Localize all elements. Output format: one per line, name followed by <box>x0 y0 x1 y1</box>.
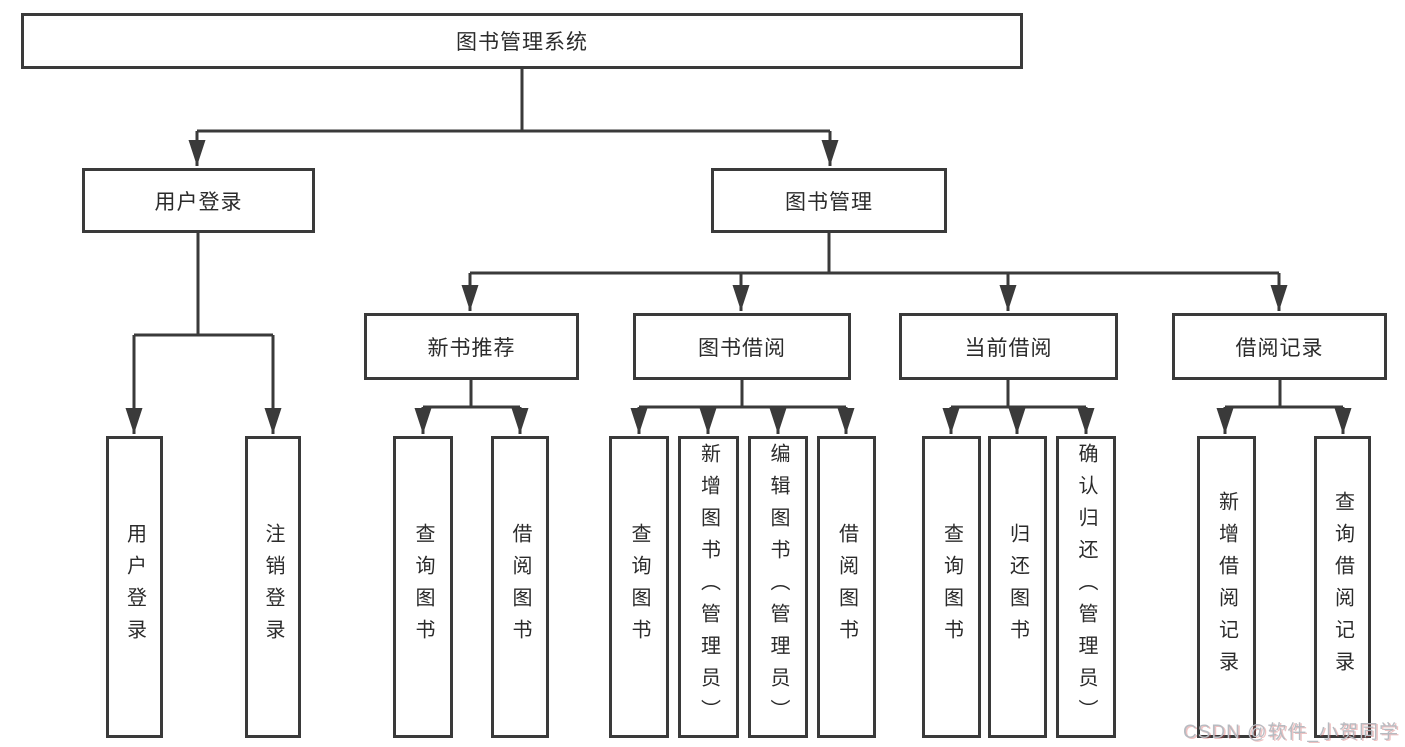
leaf-label: 编辑图书（管理员） <box>767 443 789 731</box>
leaf-label: 新增图书（管理员） <box>697 443 720 731</box>
leaf-label: 查询图书 <box>628 523 650 651</box>
node-new-book-recommend: 新书推荐 <box>364 313 579 380</box>
leaf-return-books: 归还图书 <box>988 436 1047 738</box>
leaf-logout: 注销登录 <box>245 436 301 738</box>
node-current-borrowing: 当前借阅 <box>899 313 1118 380</box>
node-new-book-recommend-label: 新书推荐 <box>427 336 516 360</box>
node-book-management: 图书管理 <box>711 168 947 233</box>
leaf-confirm-return-admin: 确认归还（管理员） <box>1056 436 1116 738</box>
leaf-label: 注销登录 <box>262 523 284 651</box>
node-current-borrowing-label: 当前借阅 <box>964 336 1053 360</box>
leaf-label: 新增借阅记录 <box>1215 491 1238 683</box>
leaf-label: 用户登录 <box>123 523 146 651</box>
csdn-watermark: CSDN @软件_小贺同学 <box>1183 722 1399 743</box>
edge-new-book-recommend-to-leaves <box>414 380 529 434</box>
leaf-label: 查询图书 <box>412 523 434 651</box>
node-root: 图书管理系统 <box>21 13 1023 69</box>
leaf-add-borrow-record: 新增借阅记录 <box>1197 436 1256 738</box>
edge-borrowing-records-to-leaves <box>1216 380 1352 434</box>
node-user-login-label: 用户登录 <box>154 190 243 214</box>
leaf-borrow-books-recommend: 借阅图书 <box>491 436 549 738</box>
node-borrowing-records-label: 借阅记录 <box>1235 336 1324 360</box>
edge-root-to-level2 <box>188 69 839 166</box>
leaf-label: 借阅图书 <box>835 523 858 651</box>
node-book-management-label: 图书管理 <box>785 190 873 214</box>
edge-user-login-to-leaves <box>125 233 282 434</box>
node-root-label: 图书管理系统 <box>456 31 588 54</box>
leaf-query-books-borrowing: 查询图书 <box>609 436 669 738</box>
leaf-query-borrow-record: 查询借阅记录 <box>1314 436 1371 738</box>
leaf-query-books-recommend: 查询图书 <box>393 436 453 738</box>
leaf-add-books-admin: 新增图书（管理员） <box>678 436 739 738</box>
leaf-label: 确认归还（管理员） <box>1075 443 1097 731</box>
leaf-edit-books-admin: 编辑图书（管理员） <box>748 436 808 738</box>
leaf-borrow-books: 借阅图书 <box>817 436 876 738</box>
node-book-borrowing: 图书借阅 <box>633 313 851 380</box>
leaf-label: 查询借阅记录 <box>1331 491 1354 683</box>
edge-book-management-to-level3 <box>461 233 1288 311</box>
edge-book-borrowing-to-leaves <box>630 380 855 434</box>
node-user-login: 用户登录 <box>82 168 315 233</box>
leaf-user-login: 用户登录 <box>106 436 163 738</box>
edge-current-borrowing-to-leaves <box>942 380 1095 434</box>
node-borrowing-records: 借阅记录 <box>1172 313 1387 380</box>
leaf-label: 归还图书 <box>1006 523 1029 651</box>
leaf-label: 查询图书 <box>940 523 963 651</box>
leaf-query-books-current: 查询图书 <box>922 436 981 738</box>
node-book-borrowing-label: 图书借阅 <box>698 336 786 360</box>
leaf-label: 借阅图书 <box>509 523 531 651</box>
